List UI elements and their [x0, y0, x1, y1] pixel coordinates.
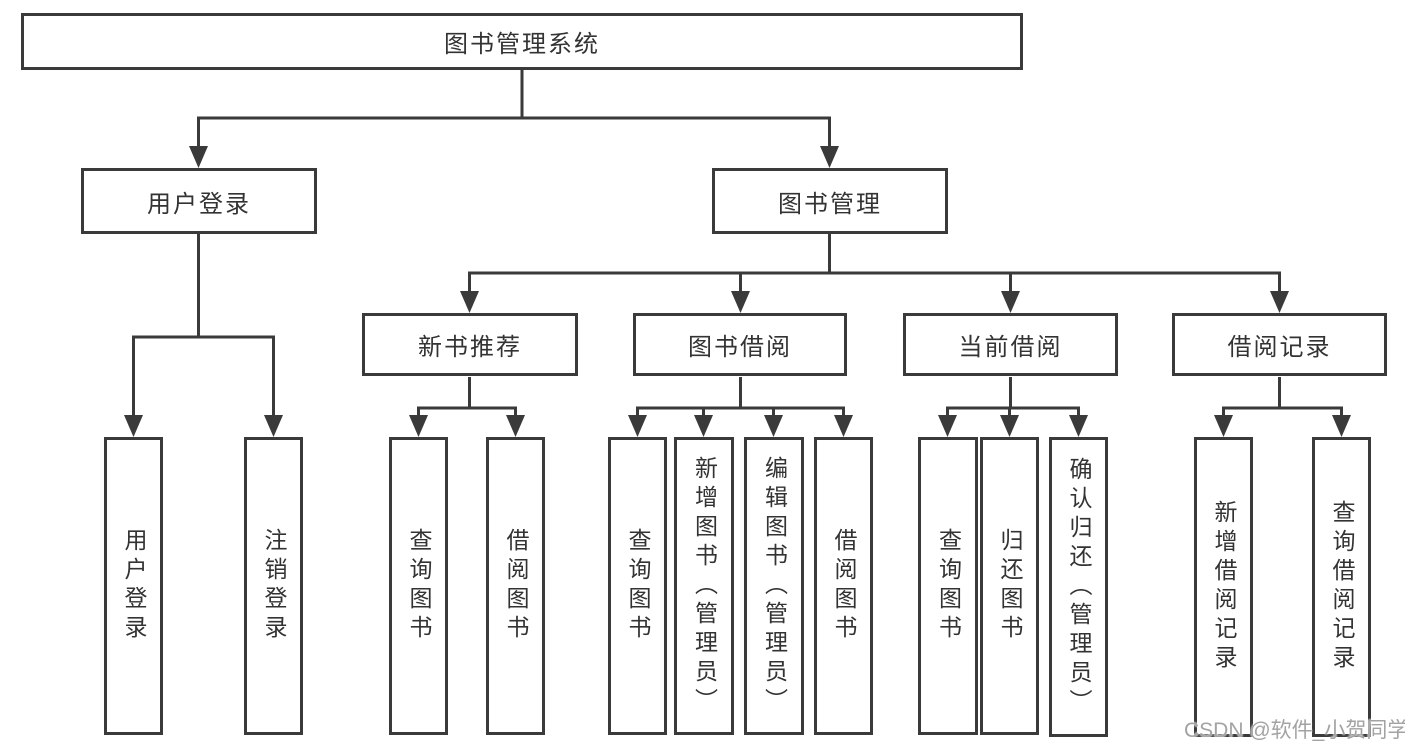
leaf-edit-book-admin: 编辑图书（管理员） [744, 437, 804, 735]
arrow-down-icon [938, 415, 957, 437]
leaf-label: 新增借阅记录 [1211, 500, 1237, 674]
node-new-book-recommendation: 新书推荐 [362, 313, 578, 376]
arrow-down-icon [1000, 415, 1019, 437]
connector-path [132, 69, 1343, 419]
leaf-query-borrow-record: 查询借阅记录 [1312, 437, 1371, 737]
arrow-down-icon [820, 146, 839, 168]
leaf-confirm-return-admin: 确认归还（管理员） [1049, 437, 1108, 737]
leaf-label: 新增图书（管理员） [691, 455, 718, 717]
leaf-borrow-books-recommend: 借阅图书 [486, 437, 545, 735]
node-current-borrowing: 当前借阅 [903, 313, 1118, 376]
arrow-down-icon [1214, 415, 1233, 437]
arrow-down-icon [264, 415, 283, 437]
leaf-user-login: 用户登录 [104, 437, 163, 735]
leaf-label: 查询图书 [406, 528, 432, 644]
node-book-borrowing: 图书借阅 [633, 313, 847, 376]
arrow-down-icon [731, 291, 750, 313]
leaf-query-books-current: 查询图书 [918, 437, 978, 735]
arrow-down-icon [628, 415, 647, 437]
leaf-label: 借阅图书 [831, 528, 857, 644]
leaf-label: 归还图书 [997, 528, 1023, 644]
arrow-down-icon [409, 415, 428, 437]
node-borrowing-records: 借阅记录 [1172, 313, 1387, 376]
arrow-down-icon [1332, 415, 1351, 437]
arrow-down-icon [694, 415, 713, 437]
leaf-add-borrow-record: 新增借阅记录 [1194, 437, 1253, 737]
leaf-label: 用户登录 [121, 528, 147, 644]
leaf-borrow-books-borrowing: 借阅图书 [814, 437, 873, 735]
arrow-down-icon [460, 291, 479, 313]
leaf-add-book-admin: 新增图书（管理员） [674, 437, 734, 735]
leaf-query-books-recommend: 查询图书 [389, 437, 448, 735]
csdn-watermark: CSDN @软件_小贺同学 [1184, 719, 1405, 742]
node-book-management: 图书管理 [712, 168, 948, 234]
arrow-down-icon [764, 415, 783, 437]
arrow-down-icon [1270, 291, 1289, 313]
leaf-label: 查询图书 [935, 528, 962, 644]
arrow-down-icon [506, 415, 525, 437]
arrow-down-icon [124, 415, 143, 437]
arrow-down-icon [189, 146, 208, 168]
leaf-label: 借阅图书 [503, 528, 529, 644]
leaf-query-books-borrowing: 查询图书 [608, 437, 667, 735]
leaf-label: 注销登录 [261, 528, 287, 644]
node-user-login: 用户登录 [81, 168, 317, 234]
leaf-logout: 注销登录 [244, 437, 303, 735]
leaf-label: 确认归还（管理员） [1066, 456, 1092, 718]
arrow-down-icon [1001, 291, 1020, 313]
leaf-return-book: 归还图书 [980, 437, 1039, 735]
arrow-down-icon [834, 415, 853, 437]
leaf-label: 编辑图书（管理员） [761, 455, 788, 717]
node-root-system: 图书管理系统 [21, 13, 1023, 70]
arrowheads [124, 146, 1351, 437]
leaf-label: 查询图书 [625, 528, 651, 644]
leaf-label: 查询借阅记录 [1329, 500, 1355, 674]
arrow-down-icon [1069, 415, 1088, 437]
